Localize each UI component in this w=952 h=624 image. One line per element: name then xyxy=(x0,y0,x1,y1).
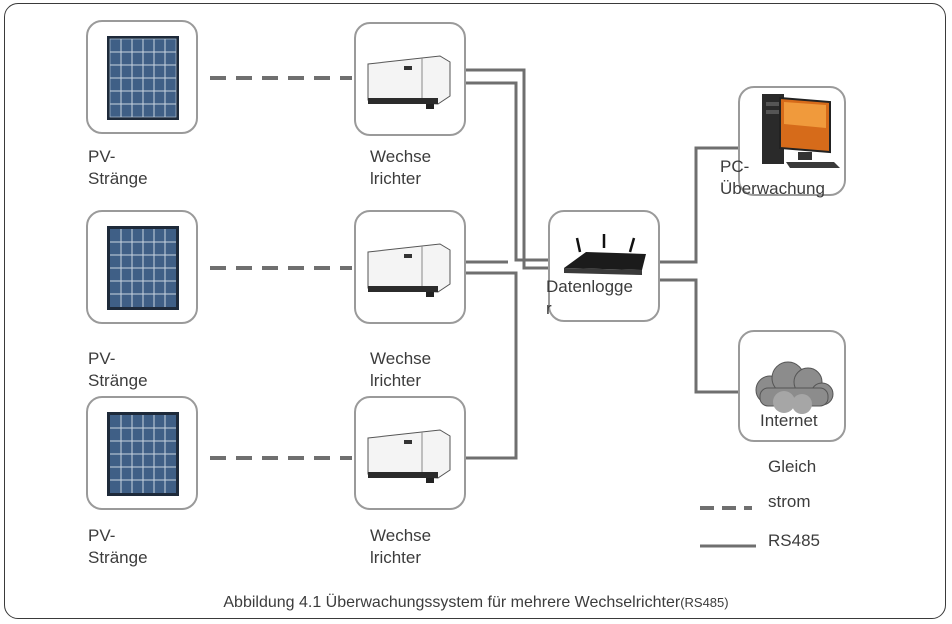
pv-label-3: PV- Stränge xyxy=(88,526,148,567)
router-icon xyxy=(564,234,646,275)
pv-panel-box-3 xyxy=(86,396,198,510)
internet-label: Internet xyxy=(760,411,818,430)
pv-panel-box-2 xyxy=(86,210,198,324)
solar-panel-icon xyxy=(107,412,179,496)
rs485-logger-to-internet xyxy=(660,278,738,394)
pv-label-2: PV- Stränge xyxy=(88,349,148,390)
rs485-logger-to-pc xyxy=(660,146,738,264)
inverter-label-1: Wechse lrichter xyxy=(370,147,432,188)
pc-box xyxy=(738,86,846,196)
caption-main: Abbildung 4.1 Überwachungssystem für meh… xyxy=(223,594,681,611)
pc-label: PC- Überwachung xyxy=(720,157,825,198)
internet-box xyxy=(738,330,846,442)
inverter-box-1 xyxy=(354,22,466,136)
datalogger-box xyxy=(548,210,660,322)
legend-dc-label-line2: strom xyxy=(768,492,811,511)
solar-panel-icon xyxy=(107,226,179,310)
rs485-inverter2-to-inverter3 xyxy=(466,271,518,460)
inverter-label-3: Wechse lrichter xyxy=(370,526,432,567)
legend-dc-label-line1: Gleich xyxy=(768,457,817,476)
figure-frame xyxy=(4,3,946,619)
inverter-icon xyxy=(367,55,451,109)
desktop-computer-icon xyxy=(762,94,840,168)
legend-rs485-label: RS485 xyxy=(768,531,820,550)
inverter-box-2 xyxy=(354,210,466,324)
solar-panel-icon xyxy=(107,36,179,120)
inverter-box-3 xyxy=(354,396,466,510)
pv-label-1: PV- Stränge xyxy=(88,147,148,188)
figure-caption: Abbildung 4.1 Überwachungssystem für meh… xyxy=(0,594,952,612)
datalogger-label: Datenlogge r xyxy=(546,277,633,318)
inverter-icon xyxy=(367,429,451,483)
rs485-inverter1-to-logger-a xyxy=(466,68,548,270)
inverter-label-2: Wechse lrichter xyxy=(370,349,432,390)
caption-suffix: (RS485) xyxy=(680,595,729,610)
cloud-icon xyxy=(755,361,834,414)
inverter-icon xyxy=(367,243,451,297)
pv-panel-box-1 xyxy=(86,20,198,134)
rs485-inverter1-to-logger-b xyxy=(466,81,548,262)
